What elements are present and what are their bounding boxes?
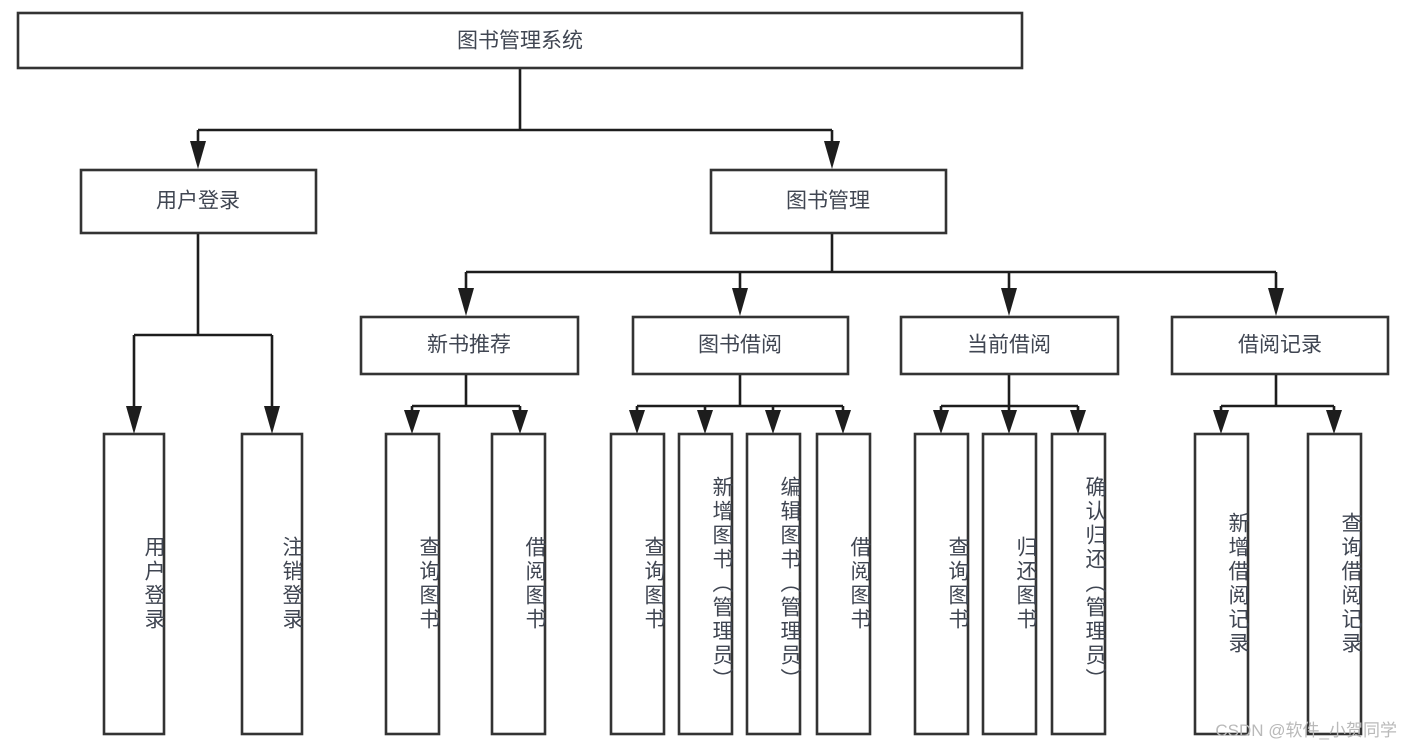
arrow-root-to-book-manage — [824, 141, 840, 169]
connector-group-current-borrow — [933, 374, 1086, 434]
node-book-borrow-label: 图书借阅 — [698, 334, 782, 357]
node-user-login-box[interactable] — [79, 168, 318, 235]
arrow-br-leaf-1 — [1213, 410, 1229, 434]
arrow-nb-leaf-2 — [512, 410, 528, 434]
leaf-boxes-current-borrow — [913, 432, 1107, 736]
arrow-cb-leaf-2 — [1001, 410, 1017, 434]
connector-group-user-login — [126, 233, 280, 434]
leaf-box-new-book-1[interactable] — [384, 432, 441, 736]
leaf-box-book-borrow-1[interactable] — [609, 432, 666, 736]
leaf-box-new-book-2[interactable] — [490, 432, 547, 736]
leaf-box-current-borrow-1[interactable] — [913, 432, 970, 736]
arrow-bb-leaf-3 — [765, 410, 781, 434]
arrow-ul-leaf-2 — [264, 406, 280, 434]
node-new-book-recommend-box[interactable] — [359, 315, 580, 376]
leaf-boxes-borrow-record — [1193, 432, 1363, 736]
leaf-box-user-login-2[interactable] — [240, 432, 304, 736]
arrow-cb-leaf-1 — [933, 410, 949, 434]
node-user-login-label: 用户登录 — [156, 190, 240, 213]
node-book-manage-label: 图书管理 — [786, 190, 870, 213]
arrow-bm-to-borrow-record — [1268, 288, 1284, 316]
connector-group-new-book — [404, 374, 528, 434]
node-borrow-record-box[interactable] — [1170, 315, 1390, 376]
arrow-bm-to-new-book — [458, 288, 474, 316]
arrow-cb-leaf-3 — [1070, 410, 1086, 434]
arrow-root-to-user-login — [190, 141, 206, 169]
node-root-label: 图书管理系统 — [457, 30, 583, 53]
node-book-manage[interactable]: 图书管理 — [709, 168, 948, 235]
node-user-login[interactable]: 用户登录 — [79, 168, 318, 235]
node-borrow-record[interactable]: 借阅记录 — [1170, 315, 1390, 376]
arrow-ul-leaf-1 — [126, 406, 142, 434]
node-current-borrow[interactable]: 当前借阅 — [899, 315, 1120, 376]
node-new-book-recommend[interactable]: 新书推荐 — [359, 315, 580, 376]
arrow-br-leaf-2 — [1326, 410, 1342, 434]
leaf-box-book-borrow-4[interactable] — [815, 432, 872, 736]
connector-group-book-borrow — [629, 374, 851, 434]
leaf-box-current-borrow-3[interactable] — [1050, 432, 1107, 736]
node-book-borrow-box[interactable] — [631, 315, 850, 376]
connector-group-root — [190, 68, 840, 169]
arrow-bm-to-current-borrow — [1001, 288, 1017, 316]
arrow-bb-leaf-1 — [629, 410, 645, 434]
watermark-text: CSDN @软件_小贺同学 — [1215, 721, 1397, 740]
connector-group-book-manage — [458, 233, 1284, 316]
leaf-boxes-new-book — [384, 432, 547, 736]
connector-group-borrow-record — [1213, 374, 1342, 434]
node-borrow-record-label: 借阅记录 — [1238, 334, 1322, 357]
arrow-bm-to-book-borrow — [732, 288, 748, 316]
node-root-box[interactable] — [16, 11, 1024, 70]
leaf-box-book-borrow-3[interactable] — [745, 432, 802, 736]
node-current-borrow-label: 当前借阅 — [967, 334, 1051, 357]
leaf-box-borrow-record-1[interactable] — [1193, 432, 1250, 736]
leaf-box-current-borrow-2[interactable] — [981, 432, 1038, 736]
node-book-manage-box[interactable] — [709, 168, 948, 235]
leaf-boxes-user-login — [102, 432, 304, 736]
leaf-boxes-book-borrow — [609, 432, 872, 736]
arrow-nb-leaf-1 — [404, 410, 420, 434]
arrow-bb-leaf-4 — [835, 410, 851, 434]
arrow-bb-leaf-2 — [697, 410, 713, 434]
node-current-borrow-box[interactable] — [899, 315, 1120, 376]
leaf-box-user-login-1[interactable] — [102, 432, 166, 736]
node-root[interactable]: 图书管理系统 — [16, 11, 1024, 70]
leaf-box-borrow-record-2[interactable] — [1306, 432, 1363, 736]
leaf-box-book-borrow-2[interactable] — [677, 432, 734, 736]
node-book-borrow[interactable]: 图书借阅 — [631, 315, 850, 376]
node-new-book-recommend-label: 新书推荐 — [427, 334, 511, 357]
